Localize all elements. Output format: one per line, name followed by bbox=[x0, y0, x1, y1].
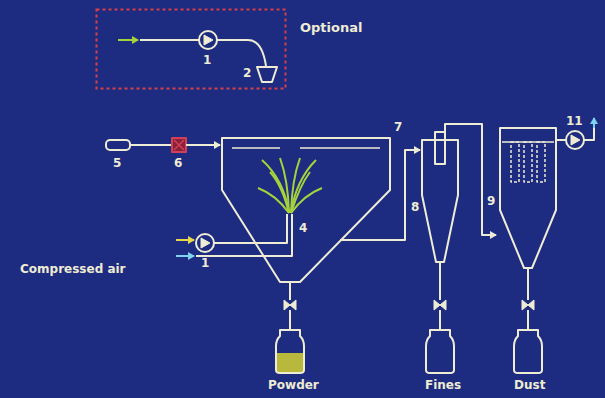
callout-number: 6 bbox=[174, 156, 182, 170]
dashed-outline bbox=[95, 8, 287, 90]
optional-region: Optional bbox=[95, 8, 287, 90]
callout-number: 9 bbox=[487, 194, 495, 208]
stream-label: Compressed air bbox=[20, 262, 126, 276]
callout-number: 1 bbox=[201, 256, 209, 270]
callout-number: 5 bbox=[113, 156, 121, 170]
callout-number: 7 bbox=[394, 120, 402, 134]
stream-label: Dust bbox=[514, 378, 545, 392]
callout-number: 4 bbox=[299, 221, 307, 235]
stream-label: Fines bbox=[425, 378, 461, 392]
callout-number: 2 bbox=[243, 66, 251, 80]
stream-label: Powder bbox=[268, 378, 319, 392]
callout-number: 8 bbox=[411, 200, 419, 214]
callout-number: 1 bbox=[203, 53, 211, 67]
callout-number: 11 bbox=[566, 114, 583, 128]
region-heading: Optional bbox=[300, 20, 362, 35]
